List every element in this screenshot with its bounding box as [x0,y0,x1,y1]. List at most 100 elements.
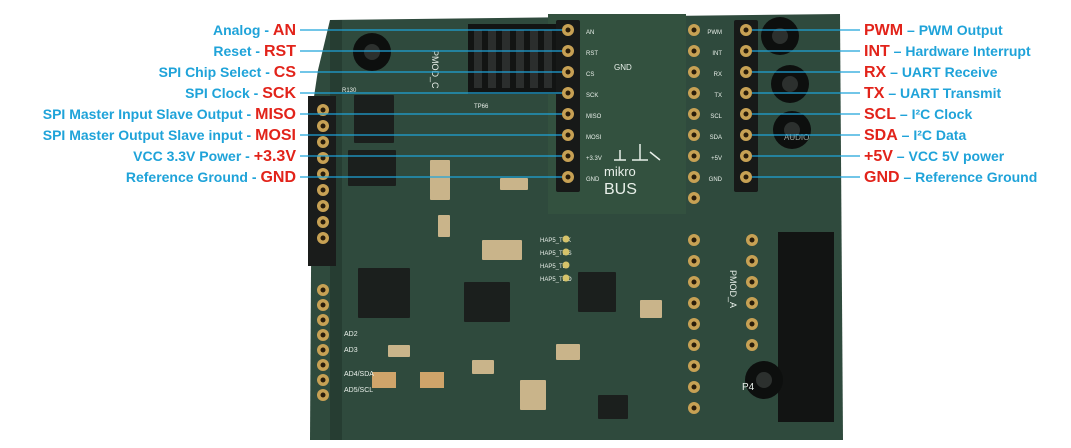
silk-pin-label: +3.3V [586,156,602,162]
smd-part [500,178,528,190]
pin-label-left: SPI Clock - SCK [185,83,296,103]
pin-signal-name: RST [264,43,296,60]
test-point [562,261,570,269]
pin-signal-name: +5V [864,148,893,165]
mikrobus-header-right [734,20,758,192]
test-point-label: HAP5_TDI [540,264,569,270]
capacitor [420,372,444,388]
pin-separator: - [249,85,263,101]
pin-description: Hardware Interrupt [905,43,1031,59]
audio-jack-hole [364,44,380,60]
mikrobus-left-pad-hole [565,174,571,180]
pin-description: VCC 5V power [908,148,1005,164]
pad-hole [320,171,326,177]
silk-pin-label: GND [709,177,723,183]
pin-description: Analog [212,22,261,38]
pad-hole [691,132,697,138]
mikrobus-logo-symbol [614,144,661,161]
mikrobus-right-pad-hole [743,27,749,33]
pad-hole [320,392,326,398]
pad-hole [691,90,697,96]
pad-hole [320,155,326,161]
silk-label: AD3 [344,347,358,354]
smd-part [438,215,450,237]
header-ridge [530,30,538,88]
silk-pin-label: AN [586,30,594,36]
pin-label-right: GND – Reference Ground [864,167,1037,187]
header-ridge [516,30,524,88]
mikrobus-left-pad-hole [565,69,571,75]
pin-description: SPI Clock [185,85,250,101]
pad-hole [691,27,697,33]
test-point-label: HAP5_TMS [540,251,572,257]
mikrobus-right-pad-hole [743,48,749,54]
pcb-board [310,14,843,440]
ic-chip [598,395,628,419]
audio-jack-hole [782,76,798,92]
pin-description: UART Transmit [900,85,1002,101]
pin-signal-name: AN [272,22,296,39]
pad-hole [320,219,326,225]
smd-part [556,344,580,360]
silk-pin-label: CS [586,72,594,78]
pin-description: PWM Output [918,22,1003,38]
mikrobus-header-left [556,20,580,192]
pad-hole [320,332,326,338]
silk-pin-label: TX [714,93,722,99]
mikrobus-right-pad-hole [743,153,749,159]
pad-hole [320,317,326,323]
pin-label-right: PWM – PWM Output [864,20,1003,40]
test-point [562,274,570,282]
pin-separator: - [242,106,256,122]
pin-separator: - [241,148,254,164]
silk-pin-label: SDA [710,135,722,141]
audio-jack-hole [784,122,800,138]
header-ridge [488,30,496,88]
mikrobus-right-pad-hole [743,132,749,138]
pin-separator: - [260,22,273,38]
pad-hole [749,342,755,348]
pad-hole [691,384,697,390]
silk-pin-label: SCK [586,93,598,99]
mikrobus-logo-top: mikro [604,164,636,179]
silk-label: AD4/SDA [344,371,374,378]
pin-separator: – [903,22,919,38]
mikrobus-left-pad-hole [565,90,571,96]
silk-label: GND [614,63,632,72]
audio-jack-hole [772,28,788,44]
pin-separator: - [261,64,274,80]
smd-part [388,345,410,357]
silk-pin-label: +5V [711,156,722,162]
pad-hole [691,174,697,180]
test-point-label: HAP5_TCK [540,238,571,244]
mikrobus-left-pad-hole [565,111,571,117]
pin-label-left: SPI Chip Select - CS [159,62,296,82]
silk-label: R130 [342,88,357,94]
pad-hole [749,321,755,327]
silk-pin-label: RX [714,72,722,78]
pad-hole [320,187,326,193]
mikrobus-right-pad-hole [743,69,749,75]
pin-label-right: SCL – I²C Clock [864,104,972,124]
silk-label: TP66 [474,104,489,110]
pad-hole [749,300,755,306]
pin-signal-name: RX [864,64,887,81]
pad-hole [691,300,697,306]
pin-description: UART Receive [901,64,998,80]
mikrobus-right-pad-hole [743,111,749,117]
test-point [562,248,570,256]
silk-pin-label: SCL [710,114,722,120]
pad-hole [749,237,755,243]
smd-part [482,240,522,260]
silk-label: PMOD_A [728,270,738,308]
header-ridge [502,30,510,88]
pin-description: Reset [213,43,252,59]
pin-label-right: RX – UART Receive [864,62,998,82]
pin-signal-name: PWM [864,22,904,39]
pad-hole [691,48,697,54]
ic-chip [464,282,510,322]
pad-hole [320,302,326,308]
header-ridge [474,30,482,88]
pin-separator: - [251,43,264,59]
